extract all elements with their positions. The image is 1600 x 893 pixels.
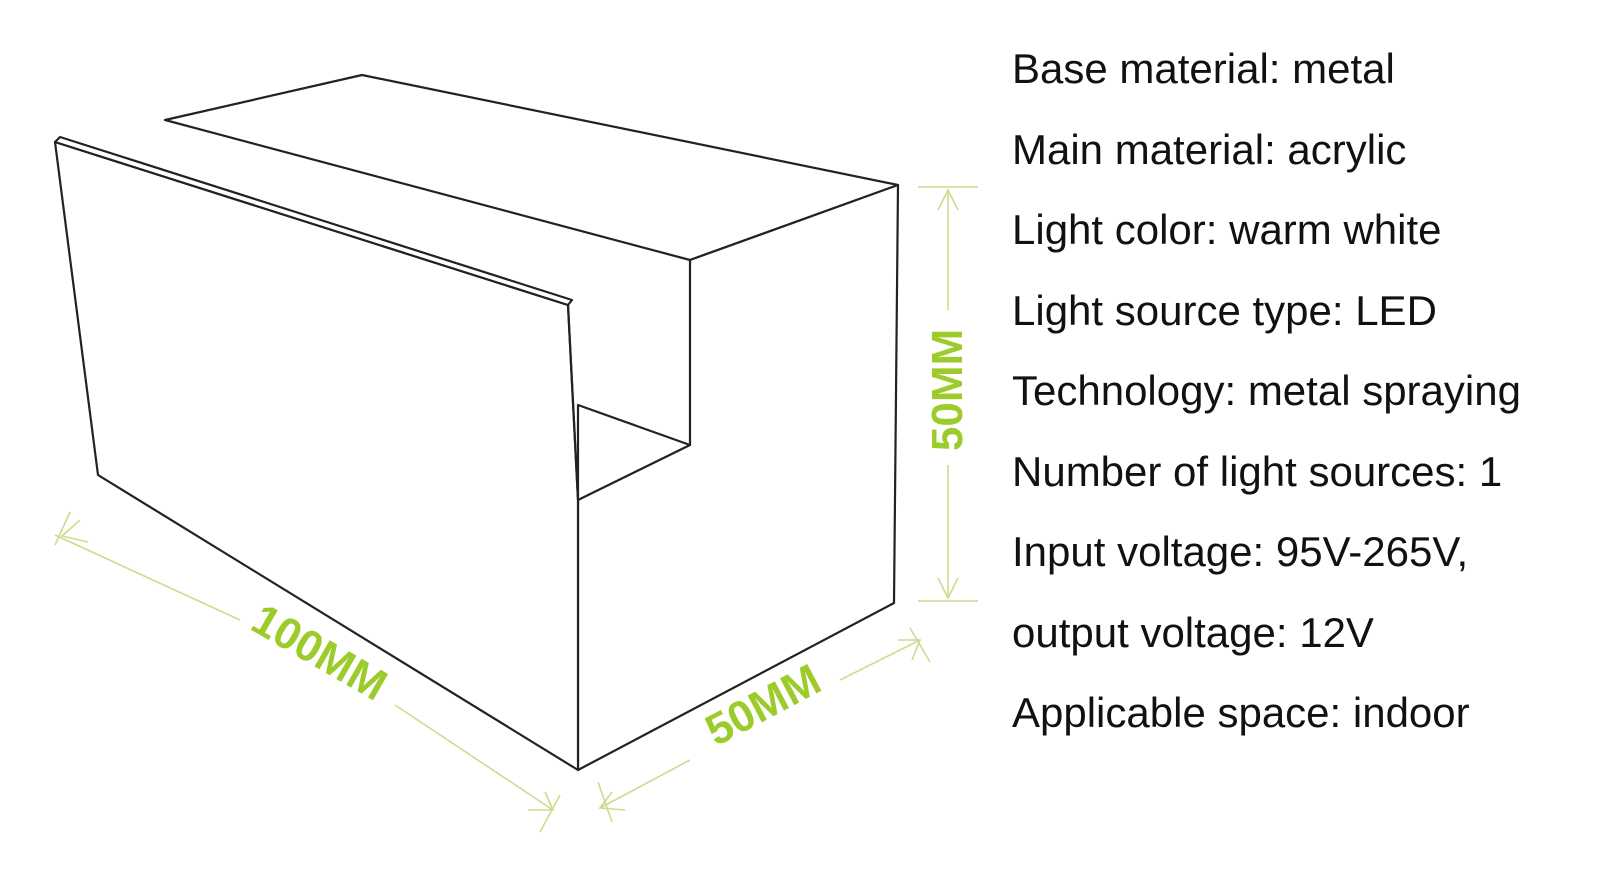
spec-item: Input voltage: 95V-265V, xyxy=(1012,528,1469,575)
spec-item: output voltage: 12V xyxy=(1012,608,1374,656)
spec-item: Applicable space: indoor xyxy=(1012,689,1470,736)
product-diagram: 50MM 100MM 50MM xyxy=(53,73,978,833)
spec-list: Base material: metal Main material: acry… xyxy=(1012,40,1592,765)
front-panel-edge xyxy=(53,135,574,307)
spec-item: Base material: metal xyxy=(1012,45,1395,92)
right-face xyxy=(576,183,900,772)
spec-item: Number of light sources: 1 xyxy=(1012,447,1503,495)
spec-item: Main material: acrylic xyxy=(1012,125,1407,173)
spec-item: Light color: warm white xyxy=(1012,206,1442,253)
height-dimension: 50MM xyxy=(918,186,978,602)
spec-item: Technology: metal spraying xyxy=(1012,367,1521,414)
height-dimension-label: 50MM xyxy=(923,329,972,451)
lamp-outline xyxy=(53,73,900,772)
front-panel-side-edge xyxy=(566,304,580,501)
spec-item: Light source type: LED xyxy=(1012,286,1437,334)
